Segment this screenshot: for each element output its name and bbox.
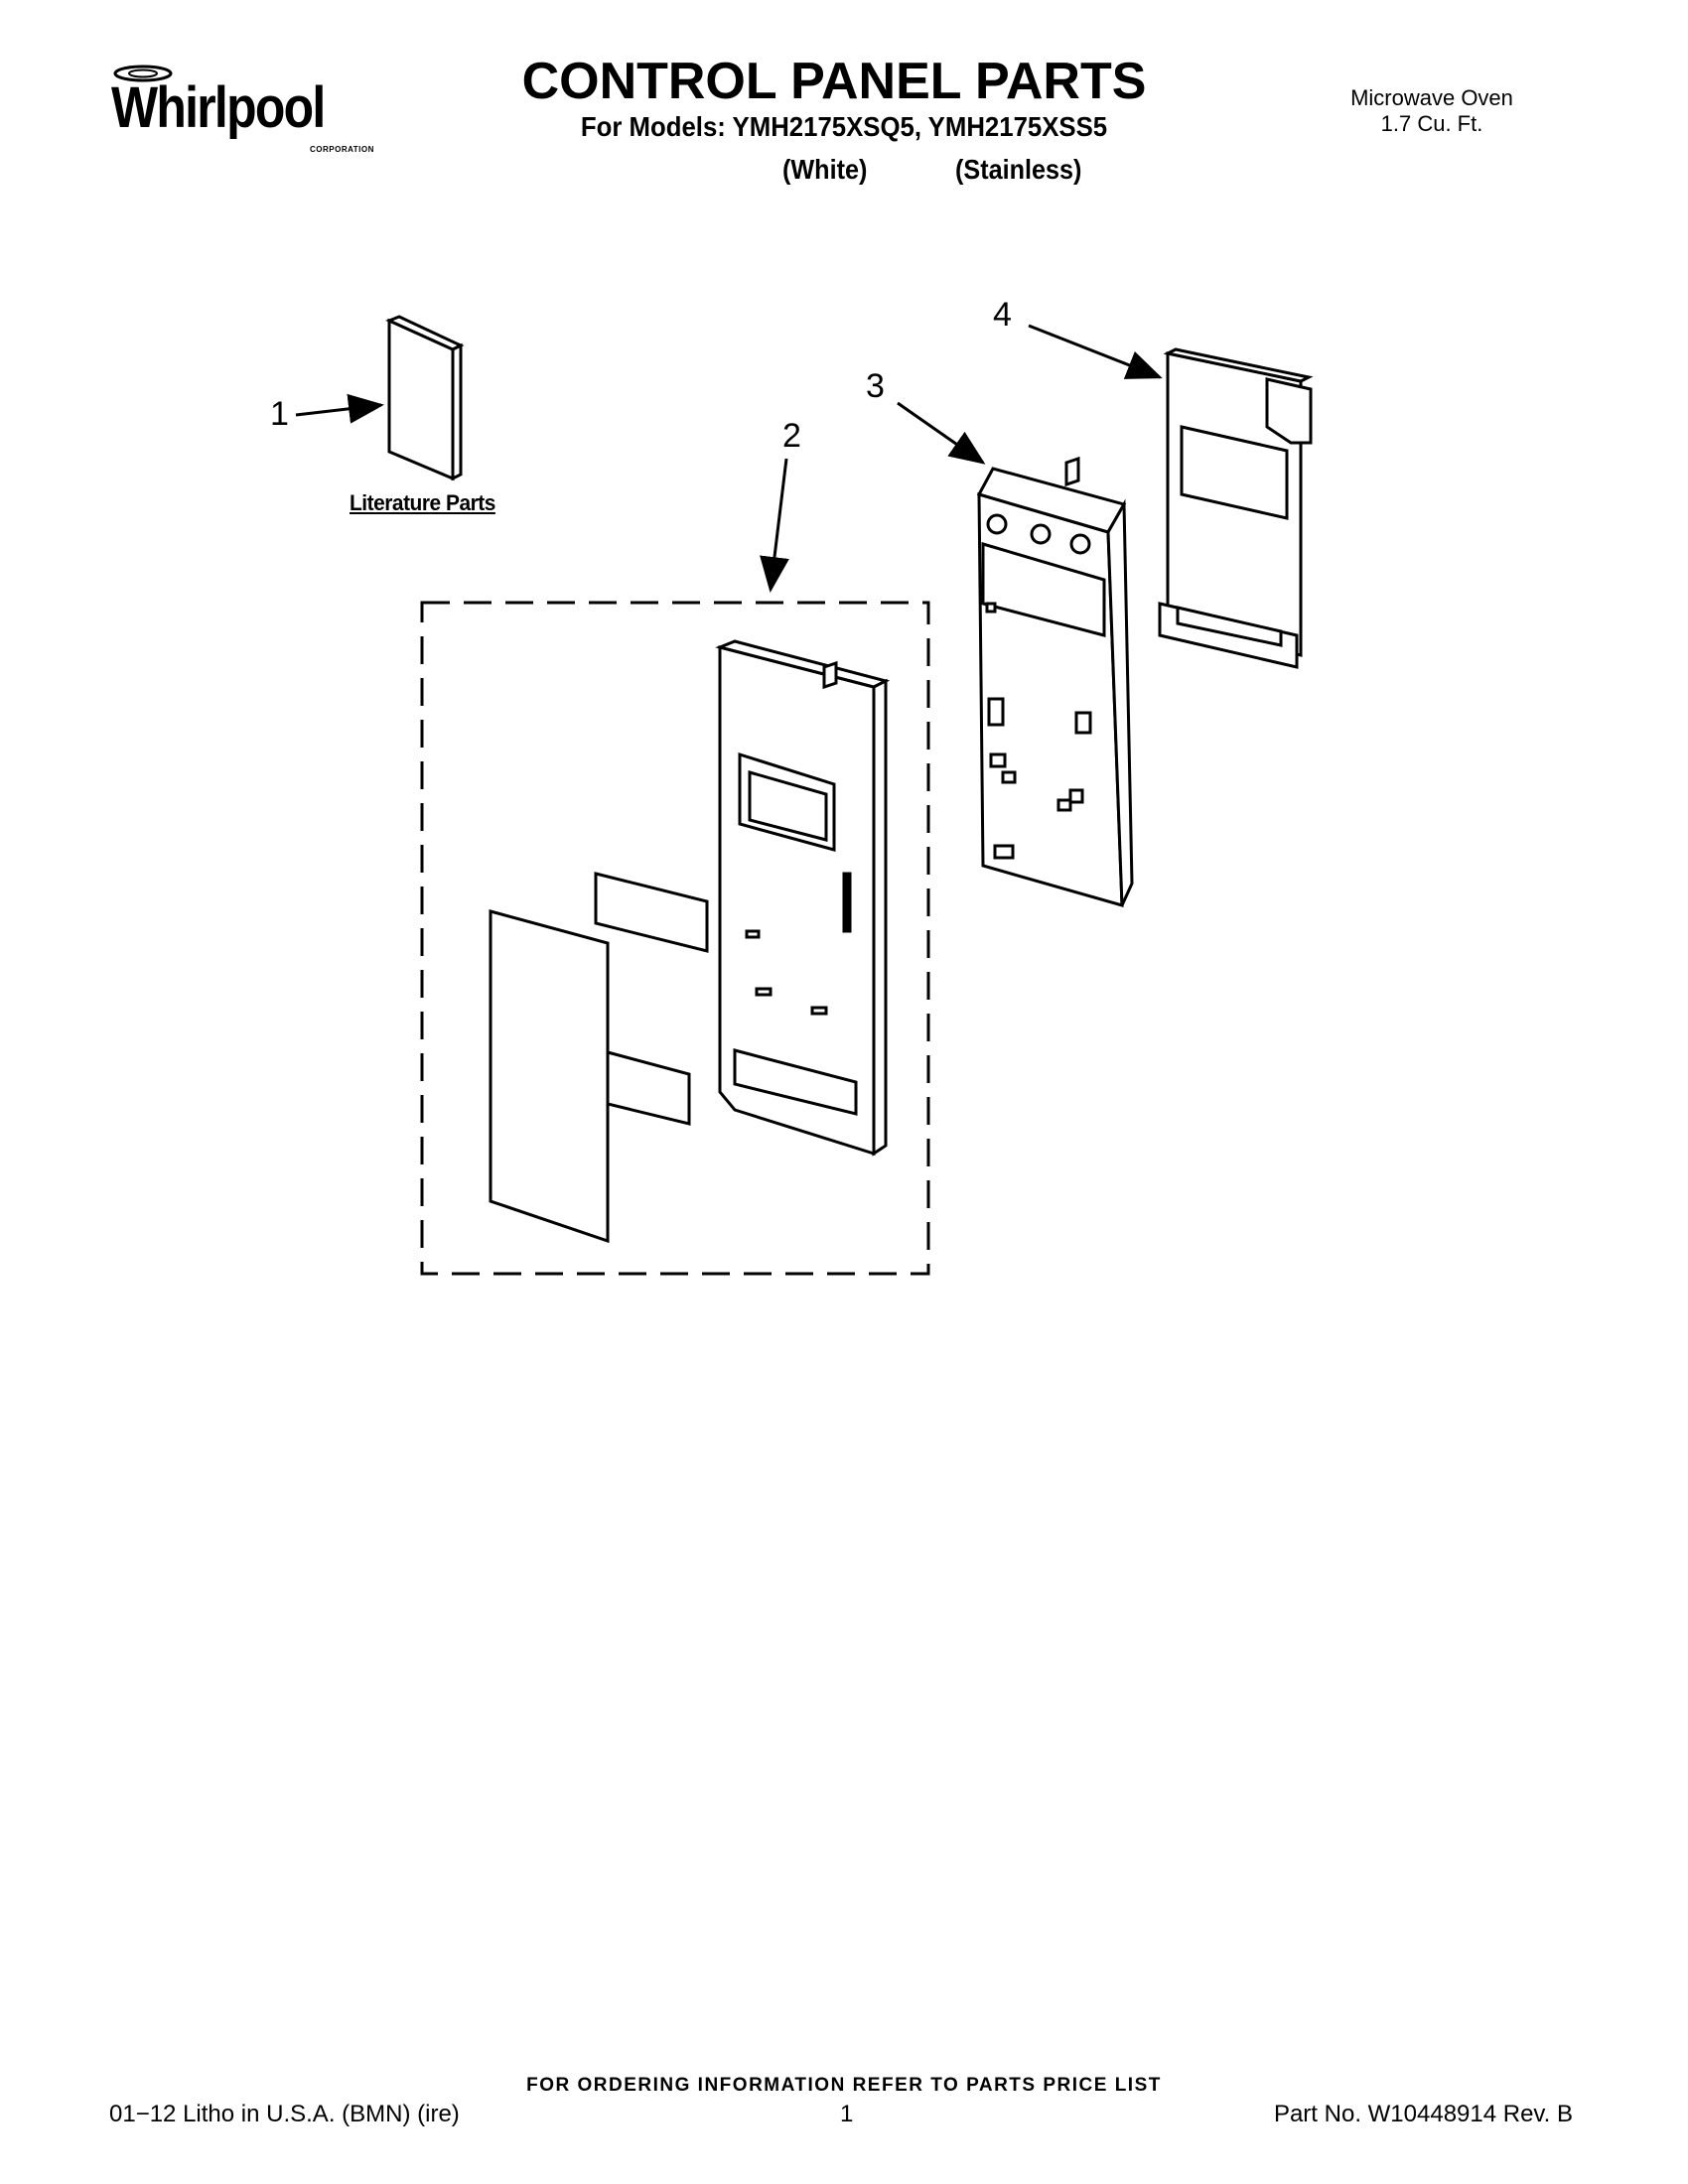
- litho-info: 01−12 Litho in U.S.A. (BMN) (ire): [109, 2101, 460, 2127]
- brand-wordmark: Whirlpool: [111, 75, 326, 140]
- models-label: For Models: YMH2175XSQ5, YMH2175XSS5: [580, 111, 1108, 142]
- brand-subtitle: CORPORATION: [310, 145, 374, 154]
- display-window: [594, 872, 709, 953]
- part-number: Part No. W10448914 Rev. B: [1273, 2101, 1573, 2127]
- variant-white: (White): [782, 154, 868, 185]
- callout-2: 2: [782, 417, 801, 455]
- product-description: Microwave Oven 1.7 Cu. Ft.: [1303, 85, 1561, 137]
- callout-1: 1: [270, 395, 289, 433]
- panel-housing: [976, 456, 1134, 908]
- brand-logo: Whirlpool CORPORATION: [111, 62, 374, 157]
- product-capacity: 1.7 Cu. Ft.: [1380, 111, 1483, 136]
- label-plate: [606, 1050, 691, 1126]
- callout-3: 3: [866, 367, 885, 405]
- page-title: CONTROL PANEL PARTS: [521, 53, 1147, 110]
- control-panel-frame: [715, 639, 891, 1157]
- control-board: [1158, 347, 1314, 669]
- callout-4: 4: [993, 296, 1012, 334]
- page-number: 1: [840, 2101, 854, 2127]
- callout-3-leader: [897, 401, 986, 465]
- callout-1-leader: [295, 393, 384, 424]
- callout-4-leader: [1028, 324, 1163, 379]
- literature-parts-label: Literature Parts: [350, 490, 495, 515]
- assembly-boundary: [420, 601, 930, 1276]
- variant-stainless: (Stainless): [955, 154, 1082, 185]
- product-type: Microwave Oven: [1350, 85, 1513, 110]
- keypad-overlay: [489, 909, 610, 1244]
- logo-swoosh-icon: [113, 65, 173, 82]
- literature-booklet: [385, 315, 465, 481]
- ordering-note: FOR ORDERING INFORMATION REFER TO PARTS …: [526, 2075, 1162, 2096]
- callout-2-leader: [760, 458, 789, 593]
